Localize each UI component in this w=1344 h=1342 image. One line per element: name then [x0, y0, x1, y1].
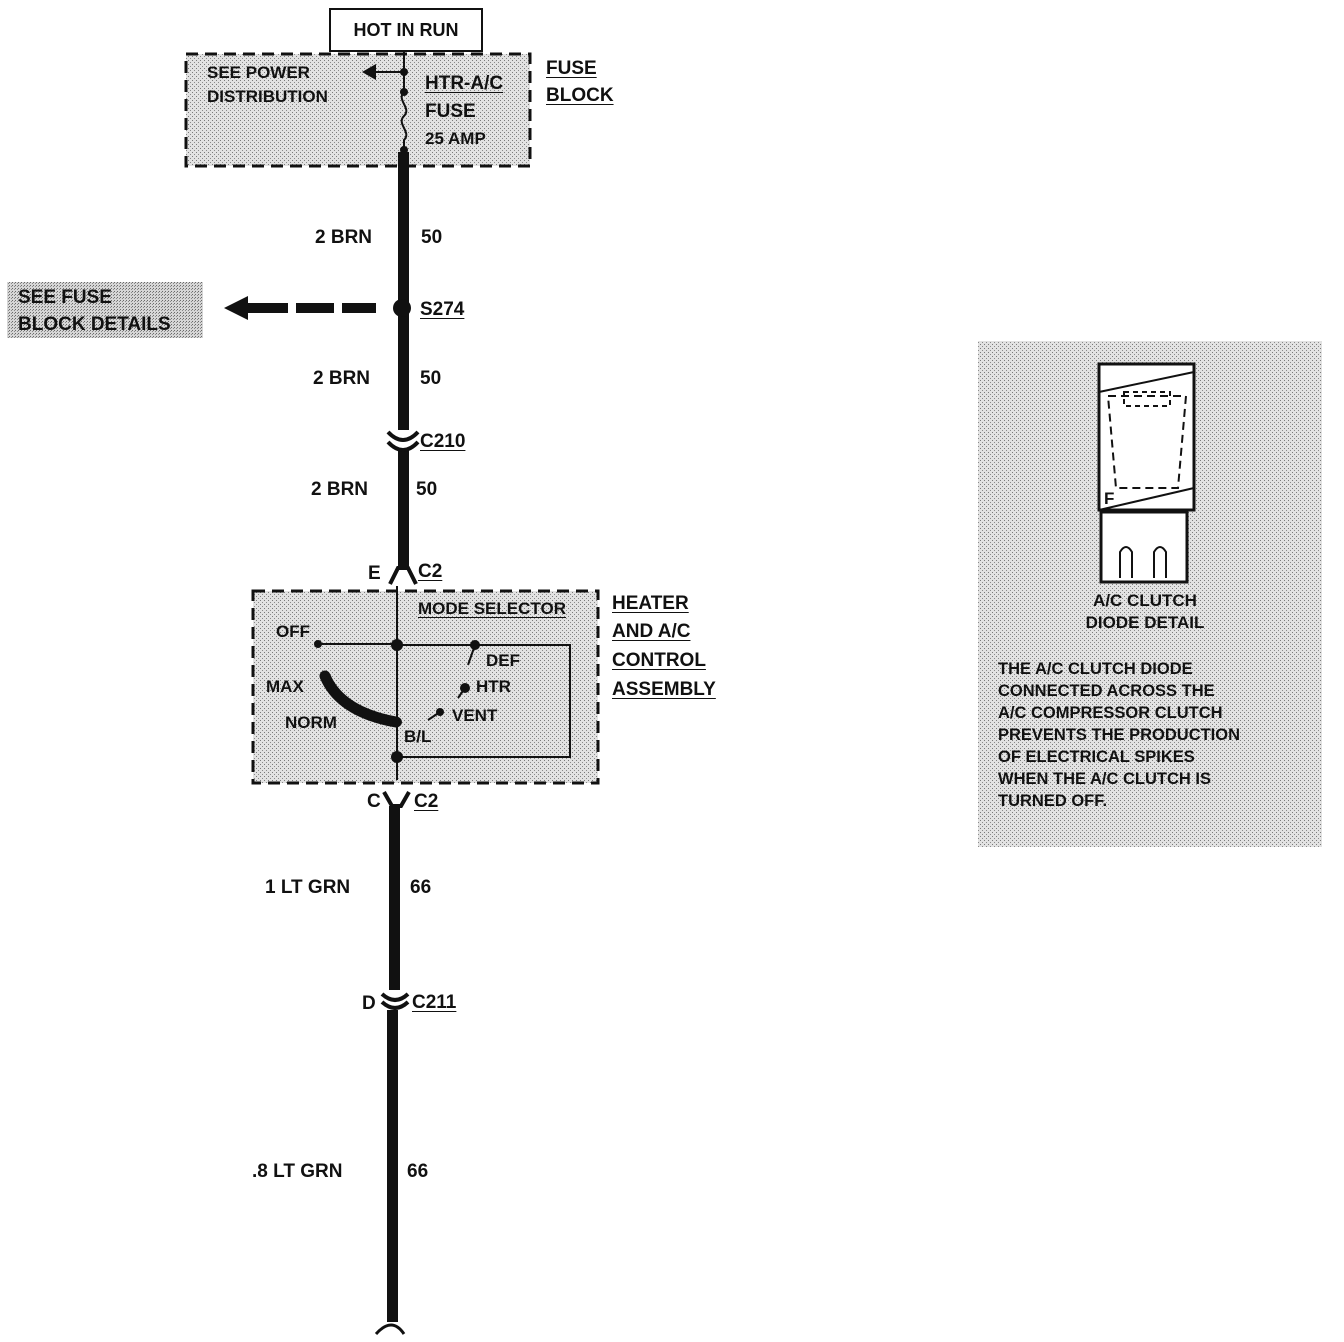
wire-ltgrn-segment-1: [389, 806, 400, 990]
c210-connector: [386, 430, 420, 452]
inner-circuit: [396, 644, 571, 758]
c2-top-label: C2: [418, 561, 443, 582]
wire-label-5: .8 LT GRN: [252, 1161, 343, 1182]
wire-brn-segment-1: [398, 152, 409, 430]
control-assembly-box: [251, 589, 600, 785]
c211-label: C211: [412, 992, 457, 1013]
assembly-title-3: CONTROL: [612, 650, 706, 671]
splice-arrow-head: [224, 296, 248, 320]
diode-caption-line-2: DIODE DETAIL: [1085, 613, 1205, 632]
mode-selector-label: MODE SELECTOR: [418, 599, 566, 618]
contact-off: [314, 640, 322, 648]
fuse-block-box: [184, 52, 532, 168]
fuse-element: [400, 91, 408, 150]
see-fuse-block-label-2: BLOCK DETAILS: [18, 314, 171, 335]
wire-label-2: 2 BRN: [313, 368, 371, 389]
diode-note: THE A/C CLUTCH DIODE CONNECTED ACROSS TH…: [998, 658, 1316, 812]
c2-bottom-pin: C: [367, 791, 381, 812]
bl-output-dot: [391, 751, 403, 763]
position-max: MAX: [266, 677, 304, 696]
wire-label-1: 2 BRN: [315, 227, 373, 248]
mode-selector-arc: [319, 670, 402, 728]
c210-label: C210: [420, 431, 466, 452]
c211-connector: [380, 992, 410, 1010]
wire-brn-segment-2: [398, 448, 409, 568]
c211-pin: D: [362, 993, 376, 1014]
diode-pin-label: F: [1104, 489, 1115, 508]
splice-label: S274: [420, 299, 465, 320]
wire-circuit-1: 50: [421, 227, 443, 248]
wire-circuit-2: 50: [420, 368, 442, 389]
see-power-label-2: DISTRIBUTION: [207, 87, 328, 106]
power-distribution-arrow: [362, 64, 376, 80]
fuse-block-title-2: BLOCK: [546, 85, 614, 106]
wire-label-3: 2 BRN: [311, 479, 369, 500]
see-fuse-block-label-1: SEE FUSE: [18, 287, 112, 308]
see-fuse-block-box: [7, 282, 203, 338]
wire-ltgrn-segment-2: [387, 1010, 398, 1322]
see-power-label-1: SEE POWER: [207, 63, 310, 82]
wire-end-connector: [374, 1323, 406, 1336]
diode-caption-line-1: A/C CLUTCH: [1093, 591, 1197, 610]
fuse-rating-label: 25 AMP: [425, 129, 486, 148]
diode-note-line-1: THE A/C CLUTCH DIODE: [998, 660, 1193, 678]
c2-top-pin: E: [368, 563, 381, 584]
c2-bottom-connector: [382, 791, 411, 808]
c2-top-connector: [388, 566, 418, 585]
wire-circuit-3: 50: [416, 479, 438, 500]
fuse-word-label: FUSE: [425, 101, 476, 122]
position-def: DEF: [486, 651, 520, 670]
position-off: OFF: [276, 622, 310, 641]
hot-in-run-box: HOT IN RUN: [329, 8, 483, 52]
splice-s274-dot: [393, 299, 411, 317]
assembly-title-2: AND A/C: [612, 621, 691, 642]
wire-label-4: 1 LT GRN: [265, 877, 351, 898]
wire-circuit-4: 66: [410, 877, 432, 898]
diode-note-line-7: TURNED OFF.: [998, 792, 1108, 810]
diode-note-line-6: WHEN THE A/C CLUTCH IS: [998, 770, 1211, 788]
hot-in-run-label: HOT IN RUN: [353, 19, 459, 40]
position-bl: B/L: [404, 727, 432, 746]
position-norm: NORM: [285, 713, 337, 732]
assembly-title-4: ASSEMBLY: [612, 679, 716, 700]
diode-note-line-3: A/C COMPRESSOR CLUTCH: [998, 704, 1223, 722]
diode-note-line-4: PREVENTS THE PRODUCTION: [998, 726, 1241, 744]
fuse-block-title-1: FUSE: [546, 58, 597, 79]
diode-note-line-5: OF ELECTRICAL SPIKES: [998, 748, 1195, 766]
fuse-name-label: HTR-A/C: [425, 73, 504, 94]
selector-pivot: [392, 717, 402, 727]
diode-note-line-2: CONNECTED ACROSS THE: [998, 682, 1215, 700]
position-vent: VENT: [452, 706, 498, 725]
position-htr: HTR: [476, 677, 511, 696]
wire-circuit-5: 66: [407, 1161, 429, 1182]
diode-caption: A/C CLUTCH DIODE DETAIL: [1060, 590, 1230, 634]
c2-bottom-label: C2: [414, 791, 439, 812]
diode-connector-end: [1099, 510, 1189, 584]
assembly-title-1: HEATER: [612, 593, 689, 614]
